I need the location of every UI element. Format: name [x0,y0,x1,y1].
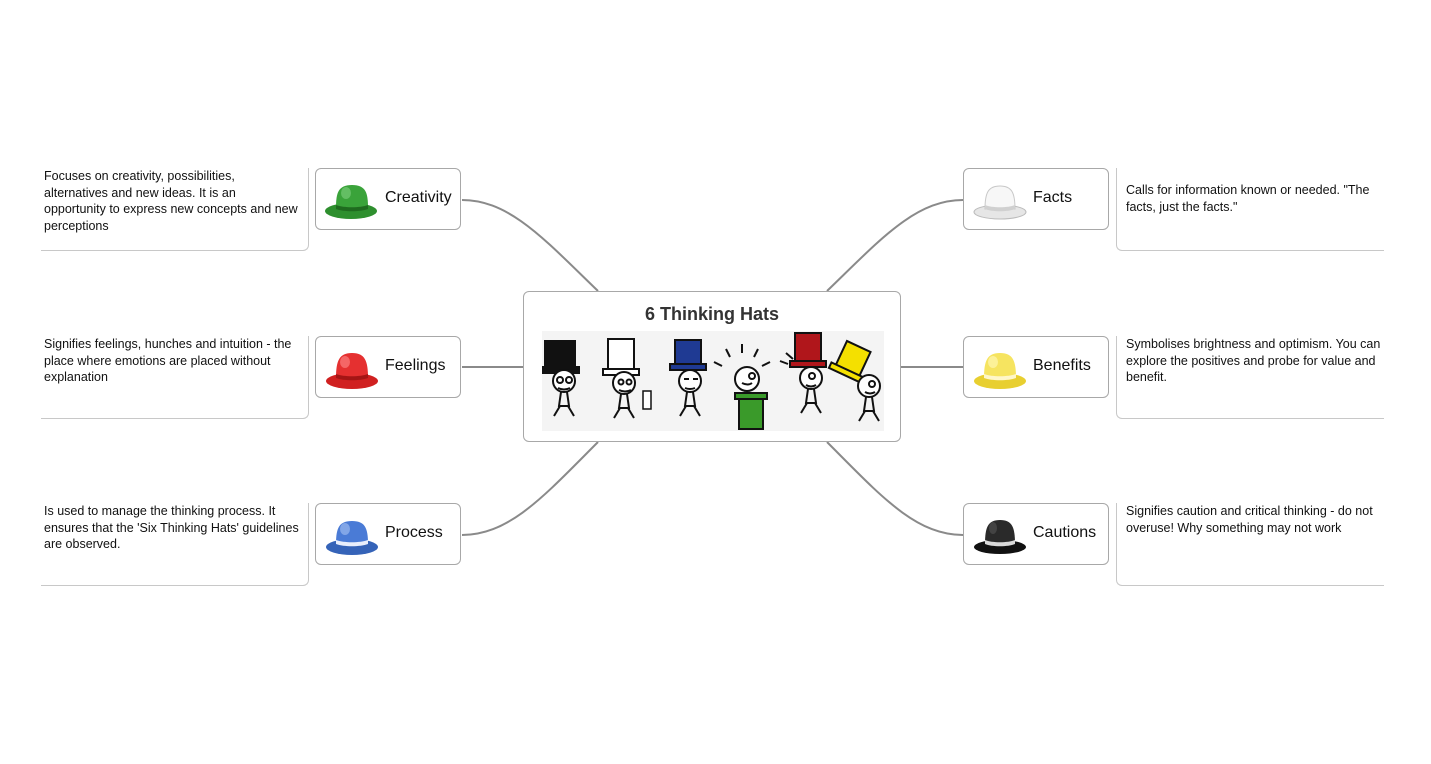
note-cautions: Signifies caution and critical thinking … [1116,503,1384,586]
figure-blue-hat [669,339,707,417]
node-label: Facts [1033,189,1073,206]
note-benefits: Symbolises brightness and optimism. You … [1116,336,1384,419]
node-benefits[interactable]: Benefits [963,336,1109,398]
connector-process [461,441,599,536]
connector-creativity [461,199,599,292]
note-text: Signifies caution and critical thinking … [1126,504,1373,535]
note-text: Is used to manage the thinking process. … [44,504,299,551]
yellow-hat-icon [974,353,1026,389]
node-label: Creativity [385,189,452,206]
node-label: Process [385,524,443,541]
node-process[interactable]: Process [315,503,461,565]
red-hat-icon [326,353,378,389]
note-text: Calls for information known or needed. "… [1126,183,1370,214]
connector-cautions [826,441,964,536]
figure-green-hat [713,344,771,430]
node-label: Benefits [1033,357,1091,374]
figure-yellow-hat [827,339,881,422]
node-feelings[interactable]: Feelings [315,336,461,398]
green-hat-icon [325,185,377,219]
node-cautions[interactable]: Cautions [963,503,1109,565]
node-creativity[interactable]: Creativity [315,168,461,230]
note-process: Is used to manage the thinking process. … [41,503,309,586]
black-hat-icon [974,520,1026,554]
note-facts: Calls for information known or needed. "… [1116,168,1384,251]
blue-hat-icon [326,521,378,555]
note-text: Signifies feelings, hunches and intuitio… [44,337,292,384]
figure-black-hat [540,340,580,417]
note-feelings: Signifies feelings, hunches and intuitio… [41,336,309,419]
note-creativity: Focuses on creativity, possibilities, al… [41,168,309,251]
figure-red-hat [779,332,827,414]
figure-white-hat [602,338,652,419]
note-text: Symbolises brightness and optimism. You … [1126,337,1381,384]
node-label: Cautions [1033,524,1097,541]
connector-facts [826,199,964,292]
central-topic[interactable]: 6 Thinking Hats [523,291,901,442]
node-label: Feelings [385,357,446,374]
note-text: Focuses on creativity, possibilities, al… [44,169,298,233]
thinking-hats-figures-icon [540,332,881,430]
thinking-hats-illustration [540,331,884,431]
node-facts[interactable]: Facts [963,168,1109,230]
white-hat-icon [973,185,1027,220]
central-title: 6 Thinking Hats [644,304,779,324]
